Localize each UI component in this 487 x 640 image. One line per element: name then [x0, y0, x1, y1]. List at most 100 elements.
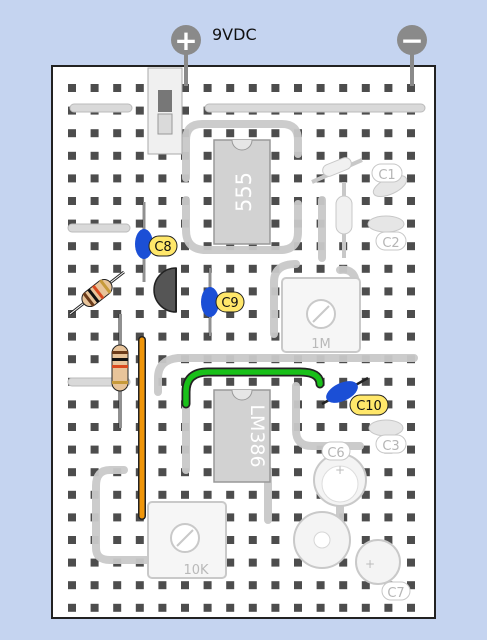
breadboard-hole	[407, 219, 415, 228]
capacitor-c2[interactable]: C2	[367, 215, 407, 251]
breadboard-hole	[113, 84, 122, 92]
breadboard-hole	[361, 219, 370, 228]
breadboard-hole	[90, 445, 99, 454]
ghost-wire-4	[270, 260, 300, 338]
breadboard-hole	[181, 490, 189, 499]
breadboard-hole	[316, 84, 325, 92]
potentiometer-1m[interactable]: 1M	[281, 277, 361, 353]
breadboard-hole	[271, 445, 280, 454]
capacitor-c7[interactable]: + C7	[355, 539, 411, 601]
breadboard-hole	[316, 151, 325, 160]
breadboard-hole	[248, 287, 257, 296]
breadboard-hole	[384, 264, 393, 273]
breadboard-hole	[407, 513, 415, 522]
breadboard-hole	[339, 151, 348, 160]
resistor-vertical-right[interactable]	[335, 182, 353, 258]
breadboard-hole	[158, 197, 167, 205]
positive-terminal[interactable]: +	[171, 24, 201, 57]
breadboard-hole	[339, 581, 348, 590]
breadboard-hole	[203, 332, 212, 341]
power-switch[interactable]	[147, 67, 183, 155]
breadboard-hole	[135, 603, 144, 612]
amp-ic-lm386[interactable]: LM386	[213, 389, 271, 483]
breadboard-hole	[316, 264, 325, 273]
breadboard-hole	[68, 332, 76, 341]
breadboard-hole	[248, 332, 257, 341]
breadboard-hole	[226, 264, 235, 273]
breadboard-hole	[203, 264, 212, 273]
breadboard-hole	[407, 84, 415, 92]
breadboard-hole	[181, 310, 189, 318]
breadboard-hole	[90, 264, 99, 273]
c10-label: C10	[356, 399, 382, 414]
negative-terminal[interactable]: −	[397, 24, 427, 57]
breadboard-hole	[203, 423, 212, 431]
resistor-left-diagonal[interactable]	[69, 270, 125, 316]
resistor-left-vertical[interactable]	[111, 314, 129, 428]
breadboard-hole	[113, 423, 122, 431]
potentiometer-10k[interactable]: 10K	[147, 501, 227, 579]
breadboard-hole	[294, 603, 302, 612]
breadboard-hole	[203, 197, 212, 205]
timer-ic-555[interactable]: 555	[213, 139, 271, 245]
breadboard-hole	[361, 536, 370, 544]
breadboard-hole	[90, 332, 99, 341]
breadboard-hole	[271, 513, 280, 522]
transistor[interactable]	[153, 267, 177, 313]
breadboard-hole	[135, 536, 144, 544]
capacitor-c6[interactable]: + C6	[313, 441, 367, 507]
breadboard-hole	[226, 490, 235, 499]
breadboard-hole	[90, 174, 99, 183]
breadboard-hole	[384, 287, 393, 296]
breadboard-hole	[158, 581, 167, 590]
breadboard-hole	[248, 603, 257, 612]
breadboard-hole	[226, 581, 235, 590]
breadboard-hole	[158, 151, 167, 160]
breadboard-hole	[113, 445, 122, 454]
breadboard-hole	[203, 603, 212, 612]
breadboard-hole	[113, 332, 122, 341]
breadboard-hole	[384, 84, 393, 92]
capacitor-c3[interactable]: C3	[368, 419, 407, 454]
breadboard-hole	[226, 558, 235, 567]
speaker[interactable]	[293, 511, 351, 569]
breadboard-hole	[135, 332, 144, 341]
breadboard-hole	[248, 513, 257, 522]
breadboard-hole	[203, 377, 212, 386]
breadboard-hole	[68, 423, 76, 431]
breadboard-hole	[90, 310, 99, 318]
breadboard-hole	[384, 197, 393, 205]
breadboard-hole	[135, 197, 144, 205]
breadboard-hole	[90, 581, 99, 590]
pot-1m-label: 1M	[311, 337, 331, 352]
breadboard-hole	[361, 377, 370, 386]
breadboard-hole	[181, 106, 189, 115]
breadboard-hole	[316, 603, 325, 612]
breadboard-hole	[113, 174, 122, 183]
breadboard-hole	[294, 174, 302, 183]
breadboard-hole	[135, 106, 144, 115]
capacitor-c8[interactable]: C8	[135, 202, 178, 282]
breadboard-hole	[226, 310, 235, 318]
breadboard-hole	[294, 558, 302, 567]
capacitor-c9[interactable]: C9	[201, 268, 245, 336]
breadboard-hole	[294, 264, 302, 273]
breadboard-hole	[407, 423, 415, 431]
resistor-top-right[interactable]	[311, 156, 363, 184]
breadboard-hole	[407, 377, 415, 386]
breadboard-hole	[113, 129, 122, 138]
green-jumper-wire[interactable]	[181, 367, 325, 409]
breadboard-hole	[384, 151, 393, 160]
breadboard-hole	[226, 603, 235, 612]
capacitor-c10[interactable]: C10	[321, 376, 389, 416]
breadboard-hole	[339, 129, 348, 138]
capacitor-c1[interactable]: C1	[370, 163, 409, 201]
breadboard-hole	[68, 129, 76, 138]
breadboard-hole	[339, 84, 348, 92]
breadboard-hole	[90, 423, 99, 431]
breadboard-hole	[158, 377, 167, 386]
breadboard-hole	[407, 197, 415, 205]
breadboard-hole	[181, 264, 189, 273]
breadboard-hole	[339, 603, 348, 612]
breadboard-hole	[181, 332, 189, 341]
